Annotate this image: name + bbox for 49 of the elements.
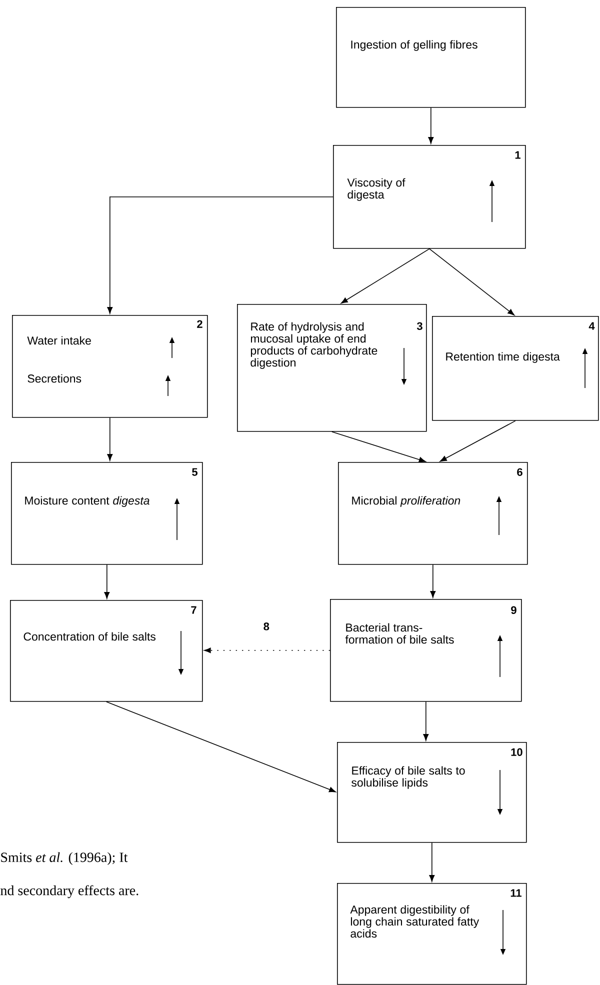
box-text: Moisture content digesta [25, 496, 150, 507]
box-text: Water intake [27, 336, 91, 345]
text-line: Smits et al. (1996a); It [1, 852, 128, 865]
box-text: Apparent digestibility of long chain saturated fatty acids [350, 905, 480, 938]
callout-number: 5 [192, 468, 198, 476]
box-text: Retention time digesta [446, 352, 560, 363]
process-box [237, 304, 427, 432]
arrow [440, 420, 516, 462]
arrow [204, 648, 330, 654]
box-text: Efficacy of bile salts to solubilise lipids [352, 766, 465, 789]
process-box [337, 742, 527, 843]
callout-number: 11 [510, 889, 522, 897]
arrow [430, 564, 436, 598]
box-text: Rate of hydrolysis and mucosal uptake of end products of carbohydrate digestion [250, 322, 378, 369]
box-text: Microbial proliferation [352, 496, 460, 507]
box-text: Secretions [28, 374, 82, 383]
process-box [333, 145, 526, 249]
box-text: Bacterial trans-formation of bile salts [345, 623, 454, 644]
process-box [337, 883, 527, 985]
callout-number: 10 [511, 748, 522, 756]
process-box [12, 315, 208, 418]
callout-number: 6 [517, 468, 522, 476]
arrow [107, 417, 113, 461]
arrow [429, 842, 435, 882]
arrow [104, 564, 110, 599]
process-box [432, 316, 599, 421]
callout-number: 4 [588, 322, 595, 330]
process-box [11, 462, 203, 565]
callout-number: 7 [191, 606, 196, 614]
arrow [106, 701, 336, 792]
arrow [428, 107, 434, 144]
process-box [330, 599, 522, 702]
arrow [332, 431, 426, 462]
callout-number: 2 [197, 320, 202, 328]
arrow [107, 196, 334, 314]
arrow [340, 248, 430, 304]
process-box [336, 7, 526, 108]
arrow [423, 701, 429, 741]
callout-number: 1 [515, 151, 520, 159]
edge-label: 8 [262, 622, 270, 632]
process-box [338, 462, 528, 565]
callout-number: 3 [416, 322, 422, 330]
text-line: nd secondary effects are. [0, 885, 138, 898]
arrow [429, 248, 514, 316]
box-text: Ingestion of gelling fibres [351, 40, 478, 51]
process-box [10, 600, 203, 702]
box-text: Concentration of bile salts [24, 632, 156, 641]
callout-number: 9 [511, 606, 516, 614]
box-text: Viscosity of digesta [347, 178, 406, 201]
